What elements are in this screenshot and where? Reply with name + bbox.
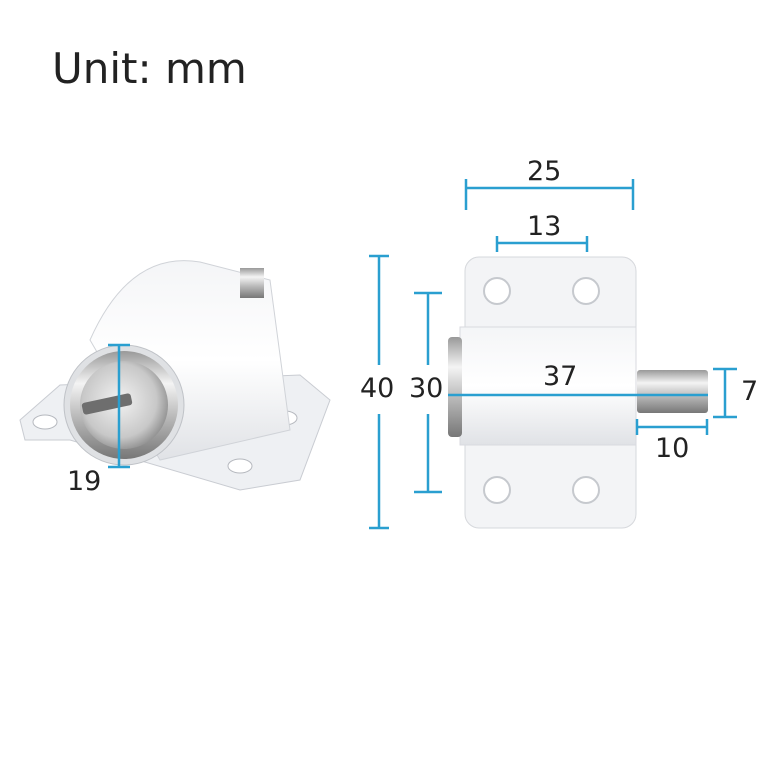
key-diameter-label: 19 (67, 466, 102, 497)
dimension-lines (108, 179, 737, 530)
lock-pin (637, 370, 708, 413)
lock-top-view (448, 256, 708, 529)
hole-spacing-vertical-label: 30 (409, 373, 444, 404)
unit-label: Unit: mm (52, 44, 247, 93)
hole-spacing-horizontal-label: 13 (527, 211, 562, 242)
lock-perspective-view (19, 260, 331, 491)
total-length-label: 37 (543, 361, 578, 392)
plate-height-label: 40 (360, 373, 395, 404)
pin-length-label: 10 (655, 433, 690, 464)
pin-diameter-label: 7 (741, 376, 759, 407)
plate-width-label: 25 (527, 156, 562, 187)
